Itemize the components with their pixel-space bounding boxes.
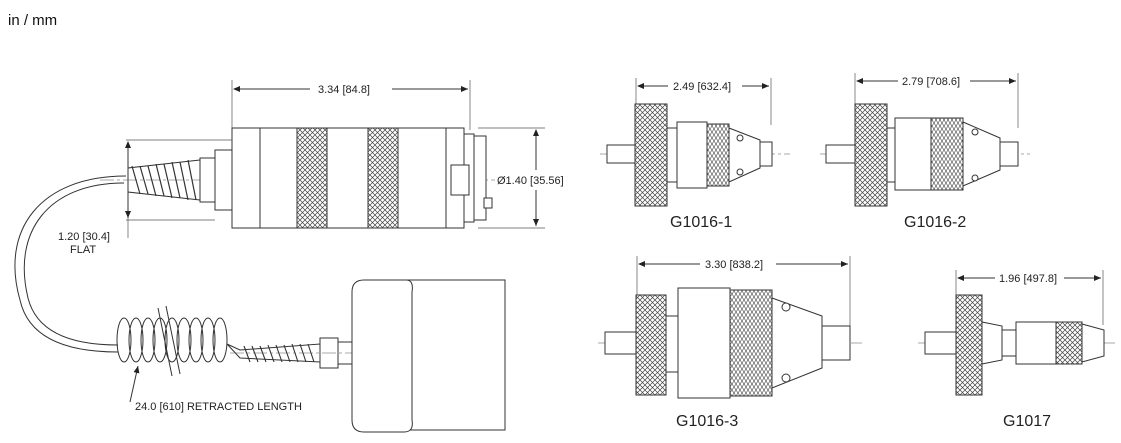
probe-drawing: 3.34 [84.8] Ø1.40 [35.56] 1.20: [14, 80, 564, 433]
g1016-1-dim: 2.49 [632.4]: [673, 81, 731, 93]
accessory-g1017: 1.96 [497.8] G1017: [918, 270, 1115, 430]
length-dim: 3.34 [84.8]: [318, 84, 370, 96]
accessory-g1016-1: 2.49 [632.4] G1016-1: [600, 78, 790, 231]
g1016-3-dim: 3.30 [838.2]: [705, 259, 763, 271]
g1017-label: G1017: [1003, 413, 1051, 430]
flat-dim-line1: 1.20 [30.4]: [58, 231, 110, 243]
accessory-g1016-2: 2.79 [708.6] G1016-2: [820, 73, 1030, 231]
g1017-dim: 1.96 [497.8]: [999, 273, 1057, 285]
cord-dim: 24.0 [610] RETRACTED LENGTH: [135, 401, 302, 413]
g1016-2-label: G1016-2: [904, 214, 966, 231]
units-label: in / mm: [8, 12, 58, 29]
flat-dim-line2: FLAT: [70, 244, 96, 256]
accessory-g1016-3: 3.30 [838.2] G1016-3: [598, 256, 862, 430]
diameter-dim: Ø1.40 [35.56]: [497, 175, 564, 187]
g1016-2-dim: 2.79 [708.6]: [902, 76, 960, 88]
g1016-1-label: G1016-1: [670, 214, 732, 231]
g1016-3-label: G1016-3: [676, 413, 738, 430]
